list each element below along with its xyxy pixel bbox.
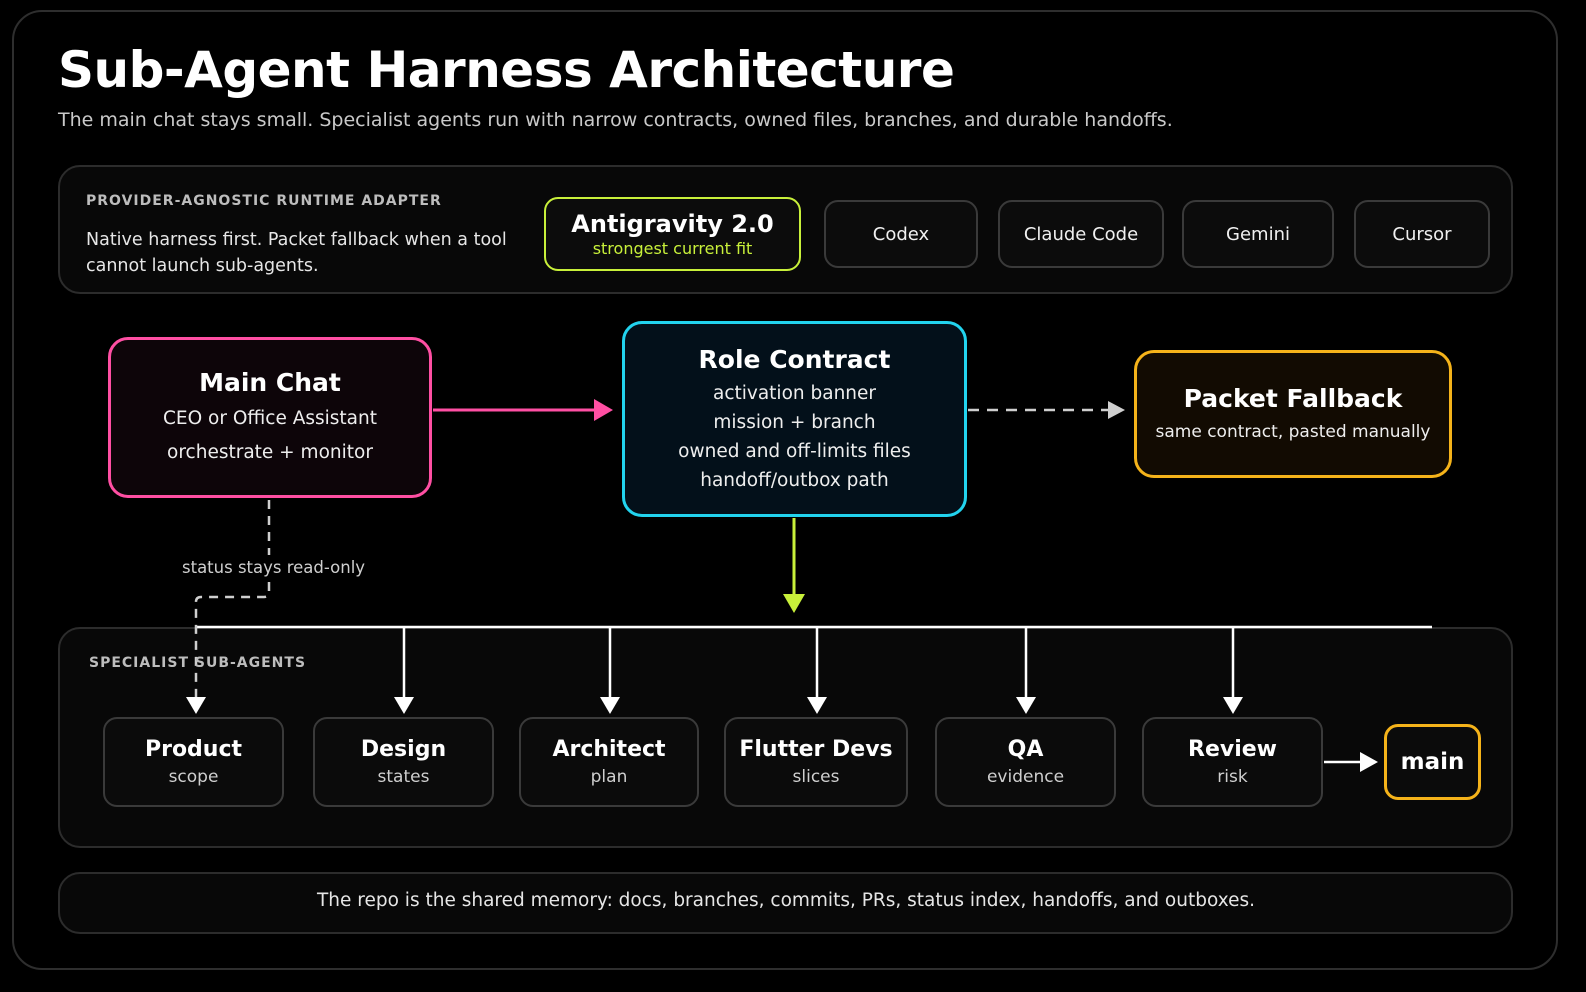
role-contract-node[interactable]: Role Contract activation banner mission … [622,321,967,517]
role-contract-line: mission + branch [713,412,876,433]
review-to-main-arrowhead [1360,752,1378,772]
role-contract-line: handoff/outbox path [700,470,889,491]
page-subtitle: The main chat stays small. Specialist ag… [58,109,1173,131]
agent-name: Product [144,737,243,762]
main-chat-line: CEO or Office Assistant [162,407,377,429]
provider-antigravity-name: Antigravity 2.0 [571,210,774,238]
agent-role: slices [792,767,840,787]
specialist-label: SPECIALIST SUB-AGENTS [89,655,307,671]
design-drop-arrowhead [394,697,414,714]
contract-to-agents-arrowhead [783,594,805,613]
provider-gemini[interactable]: Gemini [1182,200,1334,268]
role-contract-line: owned and off-limits files [678,441,911,462]
footer-panel [58,872,1513,934]
product-drop-arrowhead [186,697,206,714]
packet-fallback-title: Packet Fallback [1183,383,1403,413]
agent-name: Design [360,737,447,762]
agent-qa[interactable]: QA evidence [935,717,1116,807]
provider-codex[interactable]: Codex [824,200,978,268]
main-to-contract-arrowhead [594,399,613,421]
page-title: Sub-Agent Harness Architecture [58,41,955,99]
main-chat-title: Main Chat [199,367,341,397]
role-contract-title: Role Contract [698,345,891,374]
agent-name: Architect [552,737,666,762]
contract-to-fallback-arrowhead [1108,401,1125,419]
main-chat-node[interactable]: Main Chat CEO or Office Assistant orches… [108,337,432,498]
provider-antigravity[interactable]: Antigravity 2.0 strongest current fit [544,197,801,271]
architect-drop-arrowhead [600,697,620,714]
status-path-lower [194,582,271,697]
main-chat-line: orchestrate + monitor [167,441,373,463]
agent-product[interactable]: Product scope [103,717,284,807]
agent-name: QA [1007,737,1044,762]
footer-note: The repo is the shared memory: docs, bra… [317,890,1255,911]
agent-role: scope [168,767,219,787]
qa-drop-arrowhead [1016,697,1036,714]
provider-antigravity-note: strongest current fit [592,239,753,258]
provider-cursor[interactable]: Cursor [1354,200,1490,268]
provider-claude-code[interactable]: Claude Code [998,200,1164,268]
packet-fallback-line: same contract, pasted manually [1155,421,1431,442]
role-contract-line: activation banner [712,383,877,404]
agent-flutter-devs[interactable]: Flutter Devs slices [724,717,908,807]
agent-name: Flutter Devs [739,737,893,762]
flutter-drop-arrowhead [807,697,827,714]
agent-architect[interactable]: Architect plan [519,717,699,807]
agent-role: risk [1217,767,1248,787]
agent-design[interactable]: Design states [313,717,494,807]
runtime-adapter-label: PROVIDER-AGNOSTIC RUNTIME ADAPTER [86,193,442,209]
agent-name: Review [1188,737,1277,762]
agent-role: evidence [986,767,1065,787]
status-read-only-label: status stays read-only [180,558,368,577]
agent-role: plan [590,767,628,787]
packet-fallback-node[interactable]: Packet Fallback same contract, pasted ma… [1134,350,1452,478]
agent-review[interactable]: Review risk [1142,717,1323,807]
agent-role: states [377,767,430,787]
main-branch-node[interactable]: main [1384,724,1481,800]
runtime-adapter-description: Native harness first. Packet fallback wh… [86,230,507,276]
review-drop-arrowhead [1223,697,1243,714]
